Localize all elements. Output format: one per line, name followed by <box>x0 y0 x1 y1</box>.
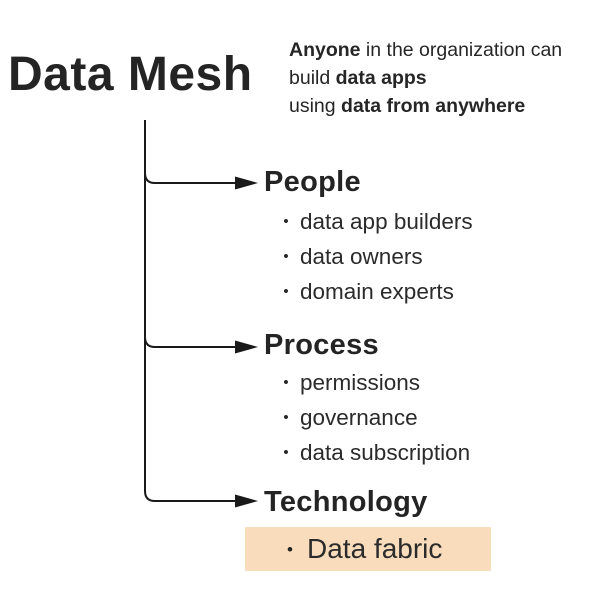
list-item: • permissions <box>272 365 470 400</box>
intro-line1-bold: Anyone <box>289 39 361 61</box>
arrowhead-icon <box>235 176 258 190</box>
section-heading-people: People <box>264 166 361 198</box>
list-item: • governance <box>272 400 470 435</box>
bullet-icon: • <box>283 374 289 391</box>
list-item-label: permissions <box>300 369 421 395</box>
list-item-label: Data fabric <box>307 533 443 564</box>
process-list: • permissions • governance • data subscr… <box>272 365 470 470</box>
intro-line3-pre: using <box>289 95 342 117</box>
list-item-label: data app builders <box>300 208 473 234</box>
arrowhead-icon <box>235 340 258 354</box>
diagram-title: Data Mesh <box>8 48 253 101</box>
list-item-label: domain experts <box>300 278 454 304</box>
data-fabric-highlight: • Data fabric <box>245 527 491 571</box>
intro-line2-bold: data apps <box>335 67 427 89</box>
intro-text: Anyone in the organization can build dat… <box>289 36 599 120</box>
bullet-icon: • <box>283 248 289 265</box>
intro-line-2: build data apps <box>289 64 599 92</box>
list-item-label: data owners <box>300 243 423 269</box>
bullet-icon: • <box>287 539 293 559</box>
intro-line-1: Anyone in the organization can <box>289 36 599 64</box>
list-item: • domain experts <box>272 274 473 309</box>
intro-line1-rest: in the organization can <box>360 39 563 61</box>
bullet-icon: • <box>283 444 289 461</box>
branch-line-process <box>144 336 236 348</box>
list-item-label: data subscription <box>300 439 471 465</box>
bullet-icon: • <box>283 409 289 426</box>
arrowhead-icon <box>235 494 258 508</box>
section-heading-process: Process <box>264 329 379 361</box>
bullet-icon: • <box>283 213 289 230</box>
people-list: • data app builders • data owners • doma… <box>272 204 473 309</box>
trunk-line <box>144 120 236 502</box>
bullet-icon: • <box>283 283 289 300</box>
branch-line-people <box>144 172 236 184</box>
section-heading-technology: Technology <box>264 486 428 518</box>
list-item: • data owners <box>272 239 473 274</box>
list-item: • data app builders <box>272 204 473 239</box>
list-item-label: governance <box>300 404 418 430</box>
list-item: • data subscription <box>272 435 470 470</box>
intro-line-3: using data from anywhere <box>289 92 599 120</box>
intro-line3-bold: data from anywhere <box>341 95 526 117</box>
intro-line2-pre: build <box>289 67 336 89</box>
